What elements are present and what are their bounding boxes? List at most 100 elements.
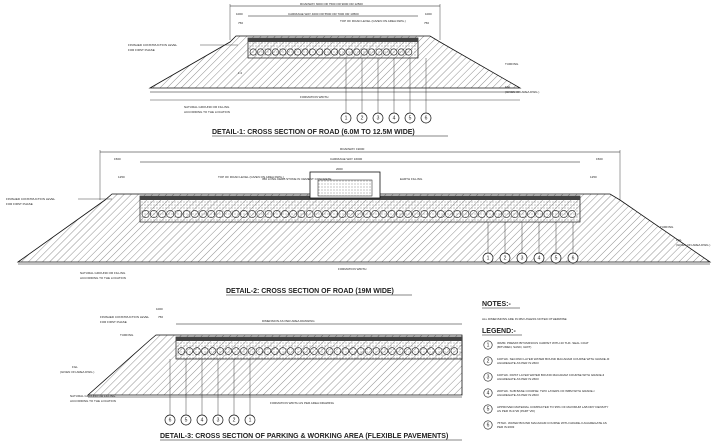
callout-number: 2	[361, 115, 364, 121]
boulder-shape	[289, 210, 298, 218]
boulder-shape	[412, 210, 421, 218]
detail3-turfing: TURFING	[120, 333, 134, 337]
boulder-shape	[231, 210, 240, 218]
boulder-shape	[419, 347, 427, 355]
boulder-shape	[190, 210, 199, 218]
boulder-shape	[263, 347, 271, 355]
boulder-shape	[388, 347, 396, 355]
boulder-shape	[397, 48, 405, 56]
callout-number: 3	[521, 255, 524, 261]
detail2-turfing: TURFING	[660, 225, 674, 229]
detail1-natural-ground: NATURAL GROUND OR FILLING	[184, 105, 230, 109]
detail2-roadway-text: ROADWAY 19000	[340, 147, 365, 151]
boulder-shape	[271, 48, 279, 56]
boulder-shape	[257, 48, 265, 56]
detail2-left-inner: 1250	[118, 175, 125, 179]
boulder-shape	[216, 347, 225, 355]
boulder-shape	[325, 347, 334, 355]
detail3-boulder-row	[177, 347, 459, 355]
boulder-shape	[248, 210, 257, 218]
callout-circle	[244, 414, 256, 426]
detail1-shoulder-right: 1000	[425, 12, 432, 16]
callout-number: 2	[233, 417, 236, 423]
boulder-shape	[363, 210, 371, 218]
legend-text: 100THK. FIRST LAYER WATER BOUND MACADAM …	[497, 373, 604, 381]
detail2-top-label: TOP OF ROAD LEVEL (GIVEN ON AREA DWG.)	[218, 175, 284, 179]
callout-circle	[228, 414, 240, 426]
detail2-fgl: FGL	[676, 238, 682, 242]
detail1-boulder-row	[249, 48, 413, 56]
boulder-shape	[436, 210, 445, 218]
callout-circle	[196, 414, 208, 426]
boulder-shape	[486, 210, 494, 218]
boulder-shape	[272, 210, 281, 218]
boulder-shape	[286, 347, 295, 355]
notes-text: ALL DIMENSIONS ARE IN MM UNLESS NOTED OT…	[482, 317, 567, 321]
boulder-shape	[249, 48, 257, 56]
detail3-dimension: DIMENSION AS PER AREA DRAWING	[262, 319, 315, 323]
legend-number-circle	[483, 356, 493, 366]
callout-number: 3	[217, 417, 220, 423]
legend-text: APPROVED MATERIAL COMPACTED TO 95% OF MA…	[497, 405, 608, 413]
boulder-shape	[405, 48, 413, 56]
callout-circle	[533, 252, 545, 264]
boulder-shape	[177, 347, 186, 355]
detail2-according: ACCORDING TO THE LOCATION	[80, 276, 126, 280]
detail1-top-course	[248, 38, 418, 42]
boulder-shape	[375, 48, 383, 56]
boulder-shape	[403, 347, 412, 355]
boulder-shape	[345, 48, 353, 56]
detail1-carriageway-text: CARRIAGE WAY 4000 OR 5500 OR 7000 OR 105…	[288, 12, 359, 16]
boulder-shape	[305, 210, 314, 218]
boulder-shape	[535, 210, 544, 218]
callout-circle	[372, 112, 384, 124]
boulder-shape	[543, 210, 552, 218]
legend-number: 4	[487, 390, 490, 396]
callout-number: 5	[409, 115, 412, 121]
boulder-shape	[286, 48, 294, 56]
detail1-slope: 1:2	[238, 71, 243, 75]
boulder-shape	[271, 347, 279, 355]
boulder-shape	[353, 48, 361, 56]
detail3-finished-level: FINISHED CONSTRUCTION LEVEL	[100, 315, 150, 319]
boulder-shape	[264, 210, 273, 218]
legend-number-circle	[483, 340, 493, 350]
boulder-shape	[240, 347, 248, 355]
boulder-shape	[255, 347, 264, 355]
boulder-shape	[256, 210, 265, 218]
boulder-shape	[232, 347, 240, 355]
boulder-shape	[201, 347, 209, 355]
legend-number: 1	[487, 342, 490, 348]
boulder-shape	[477, 210, 486, 218]
legend-number-circle	[483, 404, 493, 414]
detail1-turfing: TURFING	[505, 62, 519, 66]
callout-number: 5	[185, 417, 188, 423]
boulder-shape	[279, 347, 287, 355]
boulder-shape	[223, 210, 232, 218]
callout-circle	[550, 252, 562, 264]
detail1-top-label: TOP OF ROAD LEVEL (GIVEN ON AREA DWG.)	[340, 19, 406, 23]
detail1-inner-right: 750	[424, 21, 429, 25]
boulder-shape	[420, 210, 429, 218]
legend-number: 5	[487, 406, 490, 412]
callout-number: 1	[345, 115, 348, 121]
boulder-shape	[240, 210, 248, 218]
detail3-according: ACCORDING TO THE LOCATION	[70, 399, 116, 403]
boulder-shape	[174, 210, 183, 218]
callout-circle	[404, 112, 416, 124]
legend-item: 5 APPROVED MATERIAL COMPACTED TO 95% OF M…	[483, 404, 608, 414]
notes-legend-panel: NOTES:- ALL DIMENSIONS ARE IN MM UNLESS …	[482, 301, 609, 430]
detail2-shoulder-right: 1500	[596, 157, 603, 161]
detail2-kerb-label: 350 LONG KERB STONE IN CEMENT CONCRETE	[262, 177, 331, 181]
callout-circle	[356, 112, 368, 124]
boulder-shape	[247, 347, 256, 355]
boulder-shape	[357, 347, 365, 355]
boulder-shape	[199, 210, 207, 218]
boulder-shape	[435, 347, 443, 355]
callout-number: 6	[169, 417, 172, 423]
